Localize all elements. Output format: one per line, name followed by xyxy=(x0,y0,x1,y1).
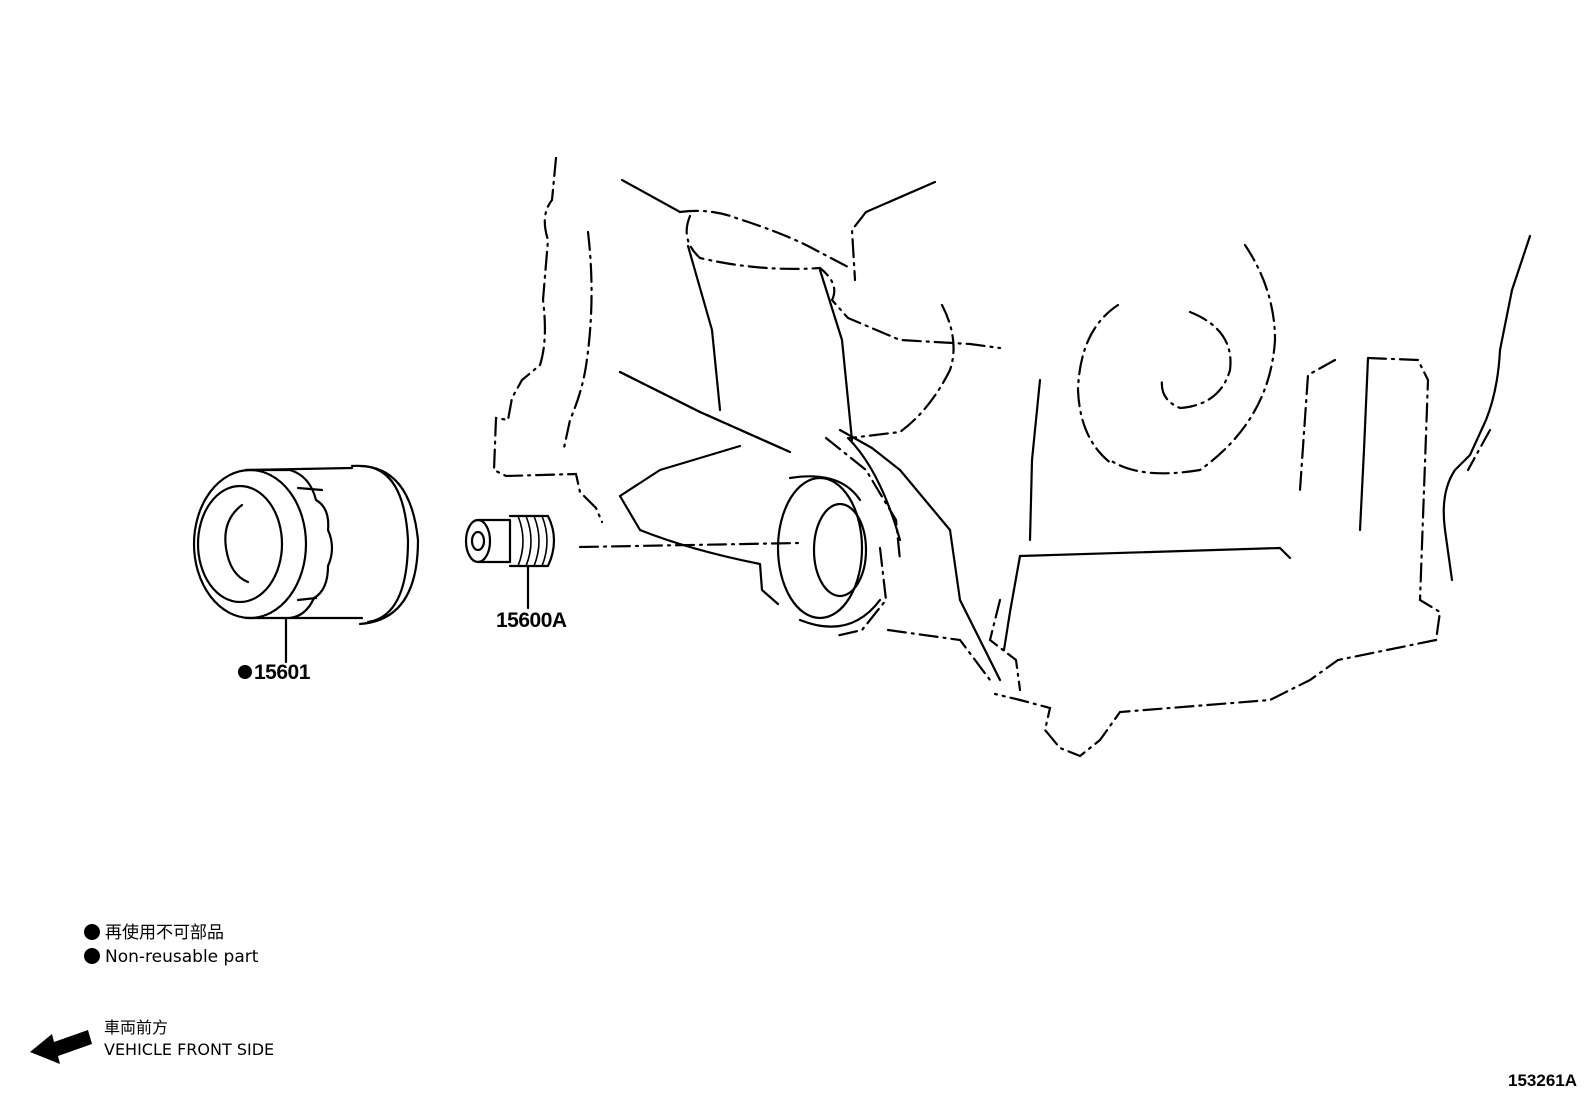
callout-15601: 15601 xyxy=(238,662,310,683)
alignment-line xyxy=(578,541,802,549)
illustration-number: 153261A xyxy=(1508,1071,1578,1090)
callout-15600a: 15600A xyxy=(496,609,567,632)
oil-filter-part xyxy=(192,464,420,664)
vehicle-front-arrow-icon xyxy=(30,1030,92,1064)
oil-filter-union-part xyxy=(464,514,556,610)
filter-mounting-boss xyxy=(776,475,882,628)
direction-japanese: 車両前方 xyxy=(104,1018,169,1037)
non-reusable-marker-icon xyxy=(238,665,252,679)
legend-japanese: 再使用不可部品 xyxy=(84,924,224,942)
direction-english: VEHICLE FRONT SIDE xyxy=(104,1040,275,1059)
legend-bullet-icon xyxy=(84,924,100,940)
legend-bullet-icon xyxy=(84,948,100,964)
legend-english: Non-reusable part xyxy=(84,948,258,966)
engine-block-outline xyxy=(492,156,1532,758)
